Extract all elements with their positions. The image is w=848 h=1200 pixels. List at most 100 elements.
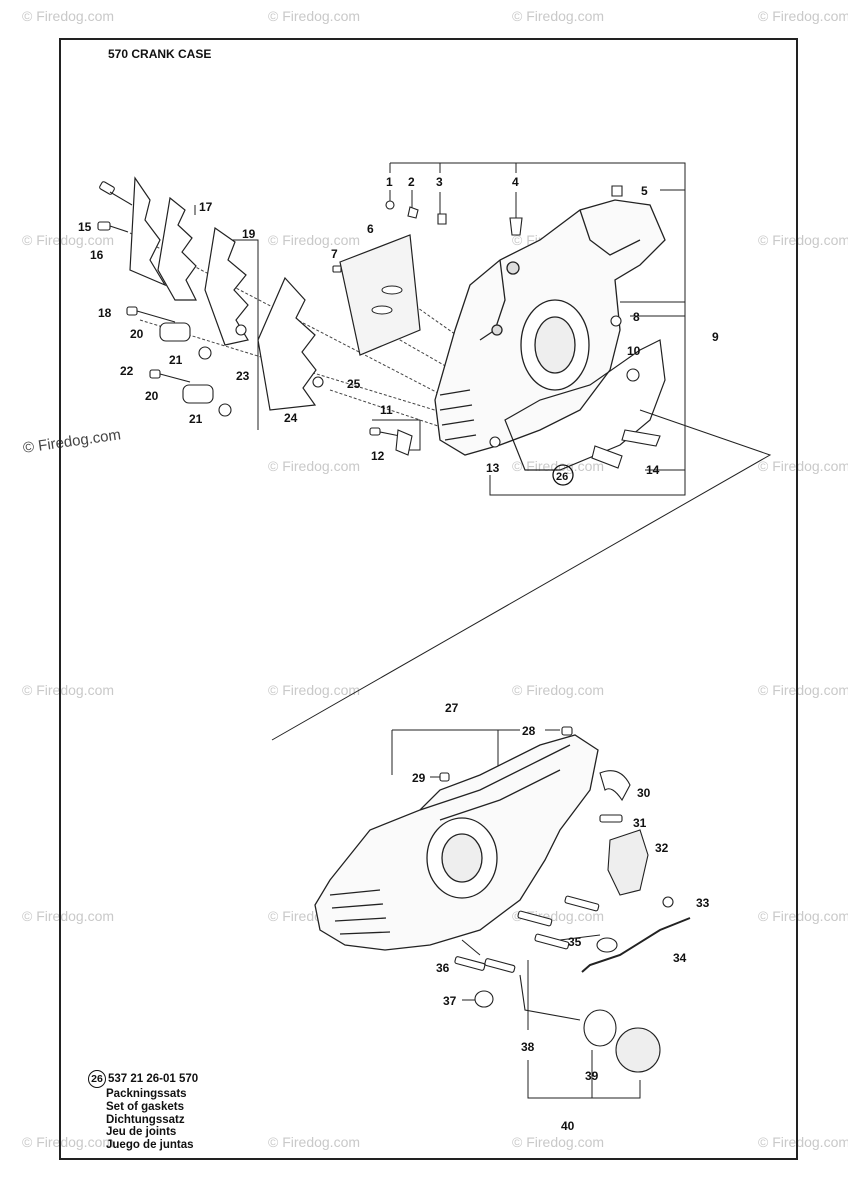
part-label: 18 <box>98 306 112 320</box>
leader-bracket <box>230 239 259 430</box>
kit-part-number: 537 21 26-01 570 <box>108 1072 199 1085</box>
kit-name-de: Dichtungssatz <box>106 1113 185 1126</box>
lower-hardware <box>439 726 691 1073</box>
kit-name-sv: Packningssats <box>106 1088 187 1100</box>
part-label: 2 <box>408 175 415 189</box>
part-label: 26 <box>556 471 568 483</box>
part-label: 35 <box>568 935 582 949</box>
upper-hardware <box>97 181 661 469</box>
watermark-text: © Firedog.com <box>22 1134 115 1150</box>
watermark-text: © Firedog.com <box>268 458 361 474</box>
part-label: 40 <box>561 1119 575 1133</box>
part-label: 5 <box>641 184 648 198</box>
spike-plate-24 <box>257 276 317 411</box>
assembly-connector-line <box>271 409 772 741</box>
part-label: 27 <box>445 701 459 715</box>
spike-plate-16 <box>129 176 167 287</box>
part-label: 12 <box>371 449 385 463</box>
part-label: 3 <box>436 175 443 189</box>
watermark-text: © Firedog.com <box>758 908 848 924</box>
diagram-title: 570 CRANK CASE <box>108 47 212 61</box>
gasket-kit-legend: 26 537 21 26-01 570 Packningssats Set of… <box>88 1070 198 1152</box>
part-label: 20 <box>145 389 159 403</box>
explode-line <box>329 389 451 431</box>
part-label: 34 <box>673 951 687 965</box>
part-label: 21 <box>169 353 183 367</box>
spike-plates <box>129 176 317 411</box>
part-label: 9 <box>712 330 719 344</box>
part-label: 20 <box>130 327 144 341</box>
part-label: 29 <box>412 771 426 785</box>
explode-line <box>139 319 501 431</box>
watermark-text: © Firedog.com <box>22 232 115 248</box>
part-label: 17 <box>199 200 213 214</box>
watermark-text: © Firedog.com <box>22 682 115 698</box>
watermark-text: © Firedog.com <box>268 1134 361 1150</box>
part-label: 11 <box>380 403 393 417</box>
leader-bracket <box>390 162 686 496</box>
oil-hose-34 <box>581 917 691 973</box>
crankcase-upper <box>434 199 666 456</box>
kit-part-number-row: 26 537 21 26-01 570 <box>88 1070 198 1088</box>
part-label: 13 <box>486 461 500 475</box>
part-label: 10 <box>627 344 641 358</box>
part-label: 36 <box>436 961 450 975</box>
part-label: 19 <box>242 227 256 241</box>
kit-name-es: Juego de juntas <box>106 1139 194 1152</box>
part-label: 21 <box>189 412 203 426</box>
watermark-text: © Firedog.com <box>268 8 361 24</box>
part-label: 24 <box>284 411 298 425</box>
watermark-text: © Firedog.com <box>758 458 848 474</box>
leader-line <box>461 939 481 956</box>
part-label: 14 <box>646 463 660 477</box>
part-label: 32 <box>655 841 669 855</box>
kit-badge-circle <box>552 464 574 486</box>
part-label: 23 <box>236 369 250 383</box>
part-labels: 1 2 3 4 5 6 7 8 9 10 11 12 13 14 15 16 1… <box>78 175 719 1133</box>
watermark-text: © Firedog.com <box>758 1134 848 1150</box>
leader-line <box>559 934 601 941</box>
crankcase-lower <box>314 734 599 951</box>
watermark-text: © Firedog.com <box>512 8 605 24</box>
leader-bracket <box>527 1060 641 1099</box>
watermark-text: © Firedog.com <box>758 232 848 248</box>
part-label: 25 <box>347 377 361 391</box>
cap-40 <box>615 1027 661 1073</box>
part-label: 1 <box>386 175 393 189</box>
part-label: 28 <box>522 724 536 738</box>
cover-32 <box>607 829 649 896</box>
part-label: 15 <box>78 220 92 234</box>
spike-plate-19 <box>204 226 249 346</box>
gasket-26-upper <box>504 339 666 471</box>
guide-plate-6 <box>339 234 421 356</box>
watermark-text: © Firedog.com <box>758 8 848 24</box>
part-label: 16 <box>90 248 104 262</box>
watermark-text: © Firedog.com <box>268 682 361 698</box>
part-label: 33 <box>696 896 710 910</box>
part-label: 37 <box>443 994 457 1008</box>
part-label: 30 <box>637 786 651 800</box>
watermark-text: © Firedog.com <box>758 682 848 698</box>
part-label: 4 <box>512 175 519 189</box>
part-label: 6 <box>367 222 374 236</box>
watermark-text: © Firedog.com <box>512 682 605 698</box>
part-label: 7 <box>331 247 338 261</box>
part-label: 8 <box>633 310 640 324</box>
spike-plate-17 <box>157 196 197 301</box>
watermark-text: © Firedog.com <box>22 908 115 924</box>
part-label: 39 <box>585 1069 599 1083</box>
watermark-text: © Firedog.com <box>512 1134 605 1150</box>
leader-bracket <box>405 420 421 451</box>
kit-name-fr: Jeu de joints <box>106 1126 177 1139</box>
part-label: 31 <box>633 816 647 830</box>
kit-badge: 26 <box>88 1070 106 1088</box>
part-label: 38 <box>521 1040 535 1054</box>
chain-catcher-30 <box>599 770 631 802</box>
watermark-text: © Firedog.com <box>22 8 115 24</box>
watermark-text: © Firedog.com <box>268 232 361 248</box>
diagram-frame <box>59 38 798 1160</box>
part-label: 22 <box>120 364 134 378</box>
kit-name-en: Set of gaskets <box>106 1100 184 1113</box>
seal-39 <box>583 1009 617 1047</box>
